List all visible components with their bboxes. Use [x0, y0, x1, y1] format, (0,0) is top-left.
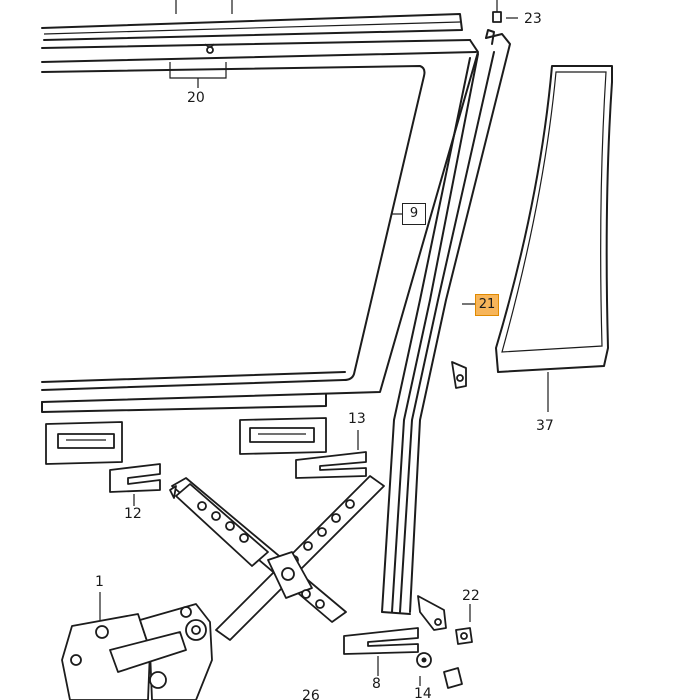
quarter-glass: [495, 65, 613, 373]
callout-23: 23: [524, 11, 542, 27]
door-window-glass: [41, 13, 479, 413]
callout-37: 37: [536, 418, 554, 434]
callout-8: 8: [372, 676, 381, 692]
channel-bracket: [417, 361, 467, 631]
callout-20: 20: [187, 90, 205, 106]
regulator-motor: [61, 592, 213, 700]
callout-26: 26: [302, 688, 320, 700]
screw-23: [492, 0, 518, 23]
glass-run-channel: [381, 29, 511, 615]
callout-9: 9: [402, 203, 426, 225]
slider-parts: [109, 451, 419, 655]
callout-13: 13: [348, 411, 366, 427]
callout-21-highlighted[interactable]: 21: [475, 294, 499, 316]
window-regulator: [169, 475, 385, 641]
callout-1: 1: [95, 574, 104, 590]
fasteners: [416, 604, 473, 689]
callout-12: 12: [124, 506, 142, 522]
lower-rail-guides: [45, 417, 327, 465]
callout-14: 14: [414, 686, 432, 700]
leader-20: [169, 62, 227, 88]
callout-22: 22: [462, 588, 480, 604]
